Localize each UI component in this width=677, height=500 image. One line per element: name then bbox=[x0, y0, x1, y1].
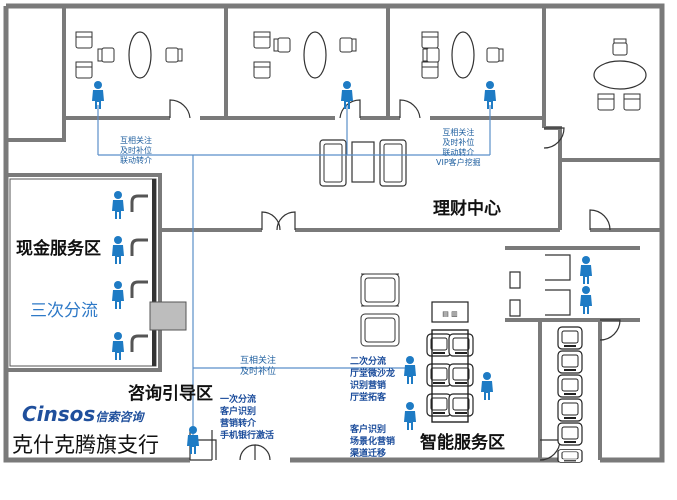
zone-cash-service: 现金服务区 bbox=[16, 239, 101, 259]
zone-wealth-center: 理财中心 bbox=[433, 199, 501, 219]
office-3-furniture bbox=[421, 31, 504, 79]
branch-name: 克什克腾旗支行 bbox=[12, 433, 159, 457]
flow-lines bbox=[97, 105, 491, 440]
vip-room-furniture bbox=[593, 38, 647, 111]
office-doors bbox=[169, 99, 565, 149]
note-second-diversion: 二次分流厅堂微沙龙识别营销厅堂拓客 bbox=[350, 357, 396, 404]
brand-logo: Cinsos信索咨询 bbox=[22, 403, 143, 425]
brand-name-cn: 信索咨询 bbox=[95, 410, 144, 424]
wealth-doors bbox=[261, 209, 611, 231]
smart-kiosk-island: ▤ ▥ bbox=[426, 301, 474, 423]
note-first-diversion: 一次分流客户识别营销转介手机银行激活 bbox=[220, 395, 275, 442]
entrance bbox=[189, 430, 271, 461]
note-lobby: 互相关注及时补位 bbox=[240, 356, 277, 378]
wealth-sofas bbox=[319, 139, 407, 187]
atm-machines bbox=[557, 326, 583, 464]
svg-text:▤ ▥: ▤ ▥ bbox=[442, 310, 457, 318]
zone-smart-service: 智能服务区 bbox=[420, 433, 505, 453]
note-left-upper: 互相关注及时补位联动转介 bbox=[120, 136, 152, 165]
lobby-sofas bbox=[360, 273, 400, 347]
brand-name: Cinsos bbox=[22, 402, 96, 426]
zone-consult-guide: 咨询引导区 bbox=[128, 384, 213, 404]
zone-third-diversion: 三次分流 bbox=[30, 301, 98, 321]
cash-area-walls bbox=[4, 173, 162, 372]
wealth-lower-walls bbox=[160, 160, 662, 232]
office-1-furniture bbox=[75, 31, 183, 79]
note-scene-marketing: 客户识别场景化营销渠道迁移 bbox=[350, 425, 396, 460]
office-2-furniture bbox=[253, 31, 357, 79]
outer-walls bbox=[3, 3, 665, 463]
cashier-seats bbox=[130, 194, 150, 354]
office-walls bbox=[4, 6, 662, 162]
